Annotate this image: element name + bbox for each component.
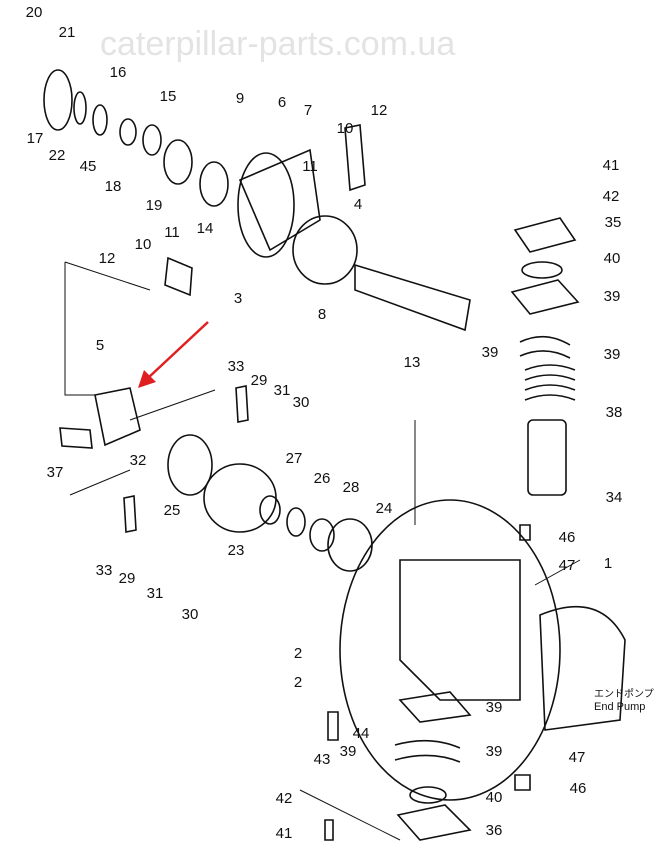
callout: 23 [228, 542, 245, 559]
callout: 25 [164, 502, 181, 519]
callout: 11 [164, 224, 180, 241]
callout: 3 [234, 290, 242, 307]
callout: 30 [182, 606, 199, 623]
callout: 39 [486, 743, 503, 760]
callout: 24 [376, 500, 393, 517]
callout: 37 [47, 464, 64, 481]
callout: 27 [286, 450, 303, 467]
callout: 6 [278, 94, 286, 111]
callout: 16 [110, 64, 127, 81]
callout-labels: 20 21 16 15 9 6 7 12 10 17 22 45 18 19 1… [26, 4, 623, 842]
callout: 21 [59, 24, 76, 41]
callout: 1 [604, 555, 612, 572]
callout: 39 [340, 743, 357, 760]
callout: 19 [146, 197, 163, 214]
callout: 29 [119, 570, 136, 587]
end-pump-label: End Pump [594, 701, 645, 713]
callout: 40 [486, 789, 503, 806]
callout: 18 [105, 178, 122, 195]
callout: 2 [294, 645, 302, 662]
callout: 32 [130, 452, 147, 469]
callout: 26 [314, 470, 331, 487]
end-pump-label-jp: エンドポンプ [594, 688, 654, 700]
callout: 43 [314, 751, 331, 768]
callout: 4 [354, 196, 362, 213]
callout: 33 [228, 358, 245, 375]
callout: 39 [604, 346, 621, 363]
callout: 11 [302, 158, 318, 175]
callout: 22 [49, 147, 66, 164]
callout: 47 [569, 749, 586, 766]
callout: 8 [318, 306, 326, 323]
callout: 39 [604, 288, 621, 305]
callout: 36 [486, 822, 503, 839]
callout: 40 [604, 250, 621, 267]
callout: 15 [160, 88, 177, 105]
callout: 17 [27, 130, 44, 147]
callout: 10 [337, 120, 354, 137]
callout: 7 [304, 102, 312, 119]
leader-lines [64, 261, 581, 841]
callout: 10 [135, 236, 152, 253]
callout: 12 [99, 250, 116, 267]
callout: 38 [606, 404, 623, 421]
callout: 14 [197, 220, 214, 237]
callout: 45 [80, 158, 97, 175]
callout: 31 [274, 382, 291, 399]
callout: 41 [603, 157, 620, 174]
callout: 2 [294, 674, 302, 691]
callout: 34 [606, 489, 623, 506]
callout: 44 [353, 725, 370, 742]
part-shapes [43, 69, 626, 841]
callout: 35 [605, 214, 622, 231]
callout: 42 [276, 790, 293, 807]
callout: 20 [26, 4, 43, 21]
callout: 46 [570, 780, 587, 797]
callout: 39 [486, 699, 503, 716]
callout: 12 [371, 102, 388, 119]
callout: 39 [482, 344, 499, 361]
callout: 5 [96, 337, 104, 354]
callout: 46 [559, 529, 576, 546]
callout: 47 [559, 557, 576, 574]
watermark: caterpillar-parts.com.ua [100, 25, 455, 63]
highlight-arrow [138, 321, 209, 388]
callout: 9 [236, 90, 244, 107]
callout: 42 [603, 188, 620, 205]
callout: 33 [96, 562, 113, 579]
callout: 41 [276, 825, 293, 842]
callout: 30 [293, 394, 310, 411]
callout: 29 [251, 372, 268, 389]
callout: 28 [343, 479, 360, 496]
callout: 31 [147, 585, 164, 602]
callout: 13 [404, 354, 421, 371]
